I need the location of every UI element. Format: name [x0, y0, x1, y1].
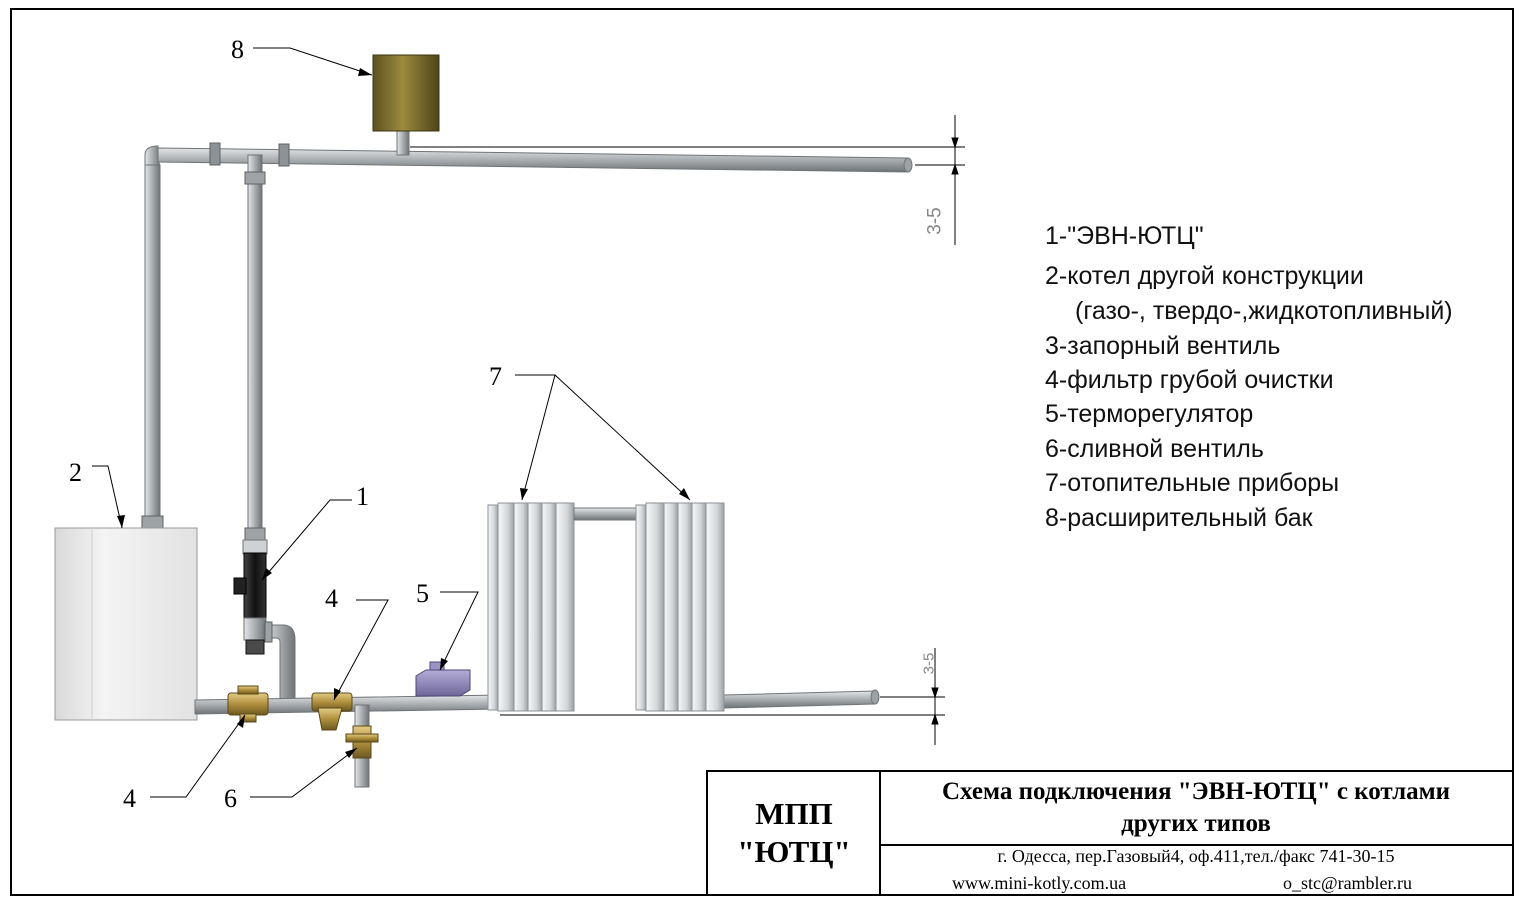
heater-riser: [244, 154, 266, 541]
slope-label-top: 3-5: [924, 207, 946, 235]
expansion-tank: [372, 54, 440, 156]
coarse-filter-left: [227, 685, 269, 723]
drawing-title: Схема подключения "ЭВН-ЮТЦ" с котлами др…: [880, 772, 1512, 844]
drawing-frame: [10, 8, 1514, 896]
slope-label-bottom: 3-5: [920, 652, 938, 675]
legend-item-4: 4-фильтр грубой очистки: [1045, 366, 1334, 394]
radiator-right: [635, 502, 725, 712]
company-website: www.mini-kotly.com.ua: [952, 873, 1127, 893]
company-address: г. Одесса, пер.Газовый4, оф.411,тел./фак…: [997, 846, 1395, 866]
callout-1: 1: [356, 482, 369, 511]
callout-4-bottom: 4: [123, 784, 136, 813]
drawing-title-line-2: других типов: [1121, 810, 1271, 837]
slope-dimension-top: [410, 115, 965, 245]
thermostat: [415, 661, 471, 697]
boiler: [54, 527, 198, 721]
company-name: МПП "ЮТЦ": [708, 772, 880, 894]
radiator-connection-pipe: [573, 507, 645, 521]
pipe-coupling: [278, 143, 290, 167]
supply-pipe: [144, 142, 913, 173]
legend-item-2-note: (газо-, твердо-,жидкотопливный): [1075, 297, 1453, 325]
company-line-1: МПП: [755, 796, 833, 831]
slope-dimension-bottom: [500, 648, 945, 745]
boiler-riser-pipe: [144, 164, 161, 518]
callout-leaders: [92, 47, 691, 798]
company-email: o_stc@rambler.ru: [1283, 873, 1413, 893]
legend-item-2: 2-котел другой конструкции: [1045, 262, 1364, 290]
company-line-2: "ЮТЦ": [737, 834, 851, 869]
legend-item-8: 8-расширительный бак: [1045, 504, 1313, 532]
radiator-left: [487, 502, 575, 712]
evn-heater: [233, 539, 296, 701]
legend-item-7: 7-отопительные приборы: [1045, 469, 1340, 497]
callout-7: 7: [489, 362, 502, 391]
legend-item-5: 5-терморегулятор: [1045, 400, 1254, 428]
coarse-filter-right: [311, 692, 353, 731]
drain-valve: [345, 704, 379, 788]
drawing-title-line-1: Схема подключения "ЭВН-ЮТЦ" с котлами: [941, 778, 1451, 805]
legend-item-3: 3-запорный вентиль: [1045, 332, 1281, 360]
title-block-frame: [706, 770, 1514, 896]
callout-4-top: 4: [325, 584, 338, 613]
callout-2: 2: [69, 458, 82, 487]
legend-item-6: 6-сливной вентиль: [1045, 435, 1264, 463]
legend-item-1: 1-"ЭВН-ЮТЦ": [1045, 222, 1204, 250]
callout-numbers: 8 2 1 4 5 7 4 6: [69, 35, 502, 813]
pipe-coupling: [141, 515, 164, 529]
callout-6: 6: [224, 784, 237, 813]
callout-5: 5: [416, 579, 429, 608]
callout-8: 8: [231, 35, 244, 64]
pipe-coupling: [209, 142, 221, 166]
callout-arrowheads: [117, 68, 690, 758]
